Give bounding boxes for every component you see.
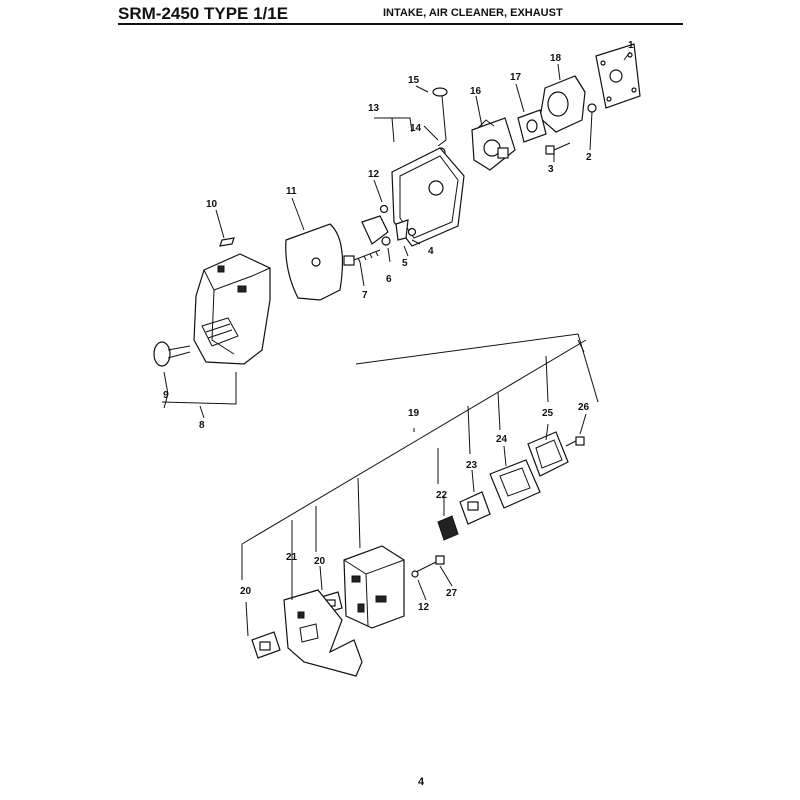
part-26-bolt [565,436,585,447]
part-27-screw [415,555,445,573]
part-22-baffle [437,515,459,541]
callout-8: 8 [199,420,205,431]
part-9-knob [153,341,191,367]
part-11-filter [285,223,344,301]
leader-lines [161,51,631,637]
callout-26: 26 [578,402,590,413]
callout-9: 9 [163,390,169,401]
part-18-insulator [539,75,586,133]
part-5-plate [395,219,409,241]
callout-22: 22 [436,490,448,501]
callout-23: 23 [466,460,478,471]
callout-20-upper: 20 [314,556,326,567]
header-rule [118,23,683,25]
part-13-air-cleaner-base [391,147,465,247]
part-17-gasket [517,109,547,143]
part-7-screw [343,249,381,266]
callout-16: 16 [470,86,482,97]
callout-2: 2 [586,152,592,163]
part-20-gasket-lower [251,631,281,659]
part-16-carburetor [471,117,516,171]
part-15-choke-lever [432,87,448,147]
callout-1: 1 [628,40,634,51]
callout-19: 19 [408,408,420,419]
callout-12: 12 [368,169,380,180]
callout-20-lower: 20 [240,586,252,597]
callout-6: 6 [386,274,392,285]
callout-3: 3 [548,164,554,175]
callout-14: 14 [410,123,422,134]
callout-21: 21 [286,552,298,563]
part-24-plate [489,459,541,509]
part-3-screw [545,142,571,155]
part-bracket [361,215,389,245]
part-12-washer [379,204,389,214]
section-title: INTAKE, AIR CLEANER, EXHAUST [383,7,563,19]
part-21-shield [283,589,363,677]
part-6-spacer [381,236,391,246]
callout-4: 4 [428,246,434,257]
callout-13: 13 [368,103,380,114]
callout-17: 17 [510,72,522,83]
part-12-washer-lower [411,570,419,578]
callout-12-lower: 12 [418,602,430,613]
part-8-cover [193,253,271,365]
part-1-gasket [595,43,641,109]
part-2-nut [587,103,597,113]
part-25-gasket [527,431,569,477]
callout-27: 27 [446,588,458,599]
part-10-decal [219,237,235,247]
part-4-washer [407,227,417,237]
callout-25: 25 [542,408,554,419]
callout-15: 15 [408,75,420,86]
page-number: 4 [418,776,425,788]
callout-7: 7 [362,290,368,301]
page-title: SRM-2450 TYPE 1/1E [118,4,289,23]
callout-5: 5 [402,258,408,269]
part-19-muffler [343,545,405,629]
callout-18: 18 [550,53,562,64]
callout-11: 11 [286,186,297,197]
callout-24: 24 [496,434,508,445]
callout-labels: 1 2 3 4 5 6 7 8 9 10 11 12 13 14 15 16 1… [163,40,634,613]
part-23-gasket [459,491,491,525]
callout-10: 10 [206,199,218,210]
